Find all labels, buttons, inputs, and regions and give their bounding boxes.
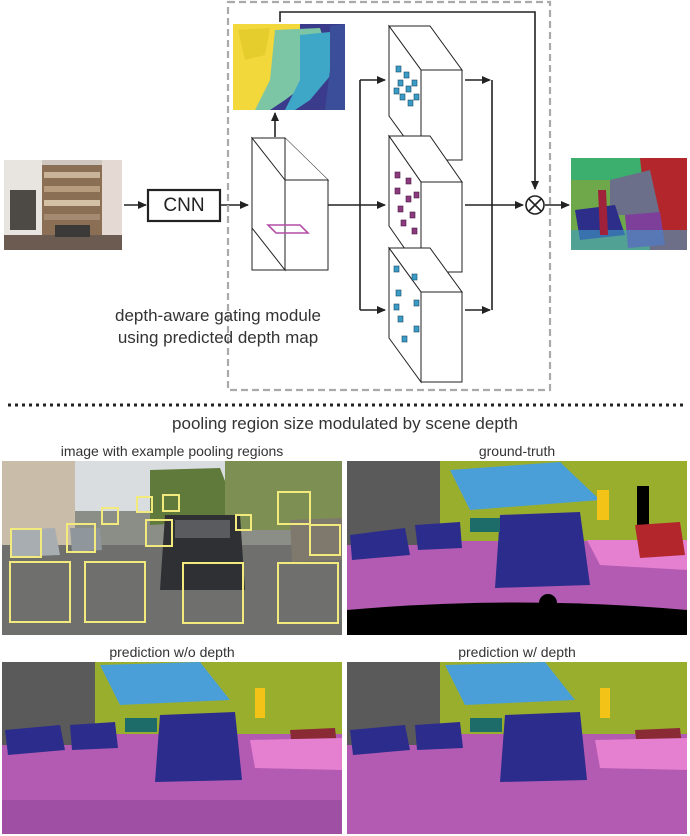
depth-map <box>233 24 345 110</box>
panel-caption-ground-truth: ground-truth <box>347 443 687 459</box>
panel-prediction-with-depth <box>347 662 687 834</box>
panel-caption-image: image with example pooling regions <box>2 443 342 459</box>
module-caption-line1: depth-aware gating module <box>84 306 352 326</box>
panel-caption-prediction-with-depth: prediction w/ depth <box>347 644 687 660</box>
output-segmentation <box>571 158 687 250</box>
panel-prediction-without-depth <box>2 662 342 834</box>
panel-ground-truth <box>347 461 687 635</box>
panel-image-pooling <box>2 461 342 635</box>
panel-caption-prediction-without-depth: prediction w/o depth <box>2 644 342 660</box>
module-caption-line2: using predicted depth map <box>84 328 352 348</box>
section-title: pooling region size modulated by scene d… <box>0 414 690 434</box>
cnn-label: CNN <box>148 195 220 217</box>
feature-block <box>252 138 328 270</box>
input-image <box>4 160 122 250</box>
